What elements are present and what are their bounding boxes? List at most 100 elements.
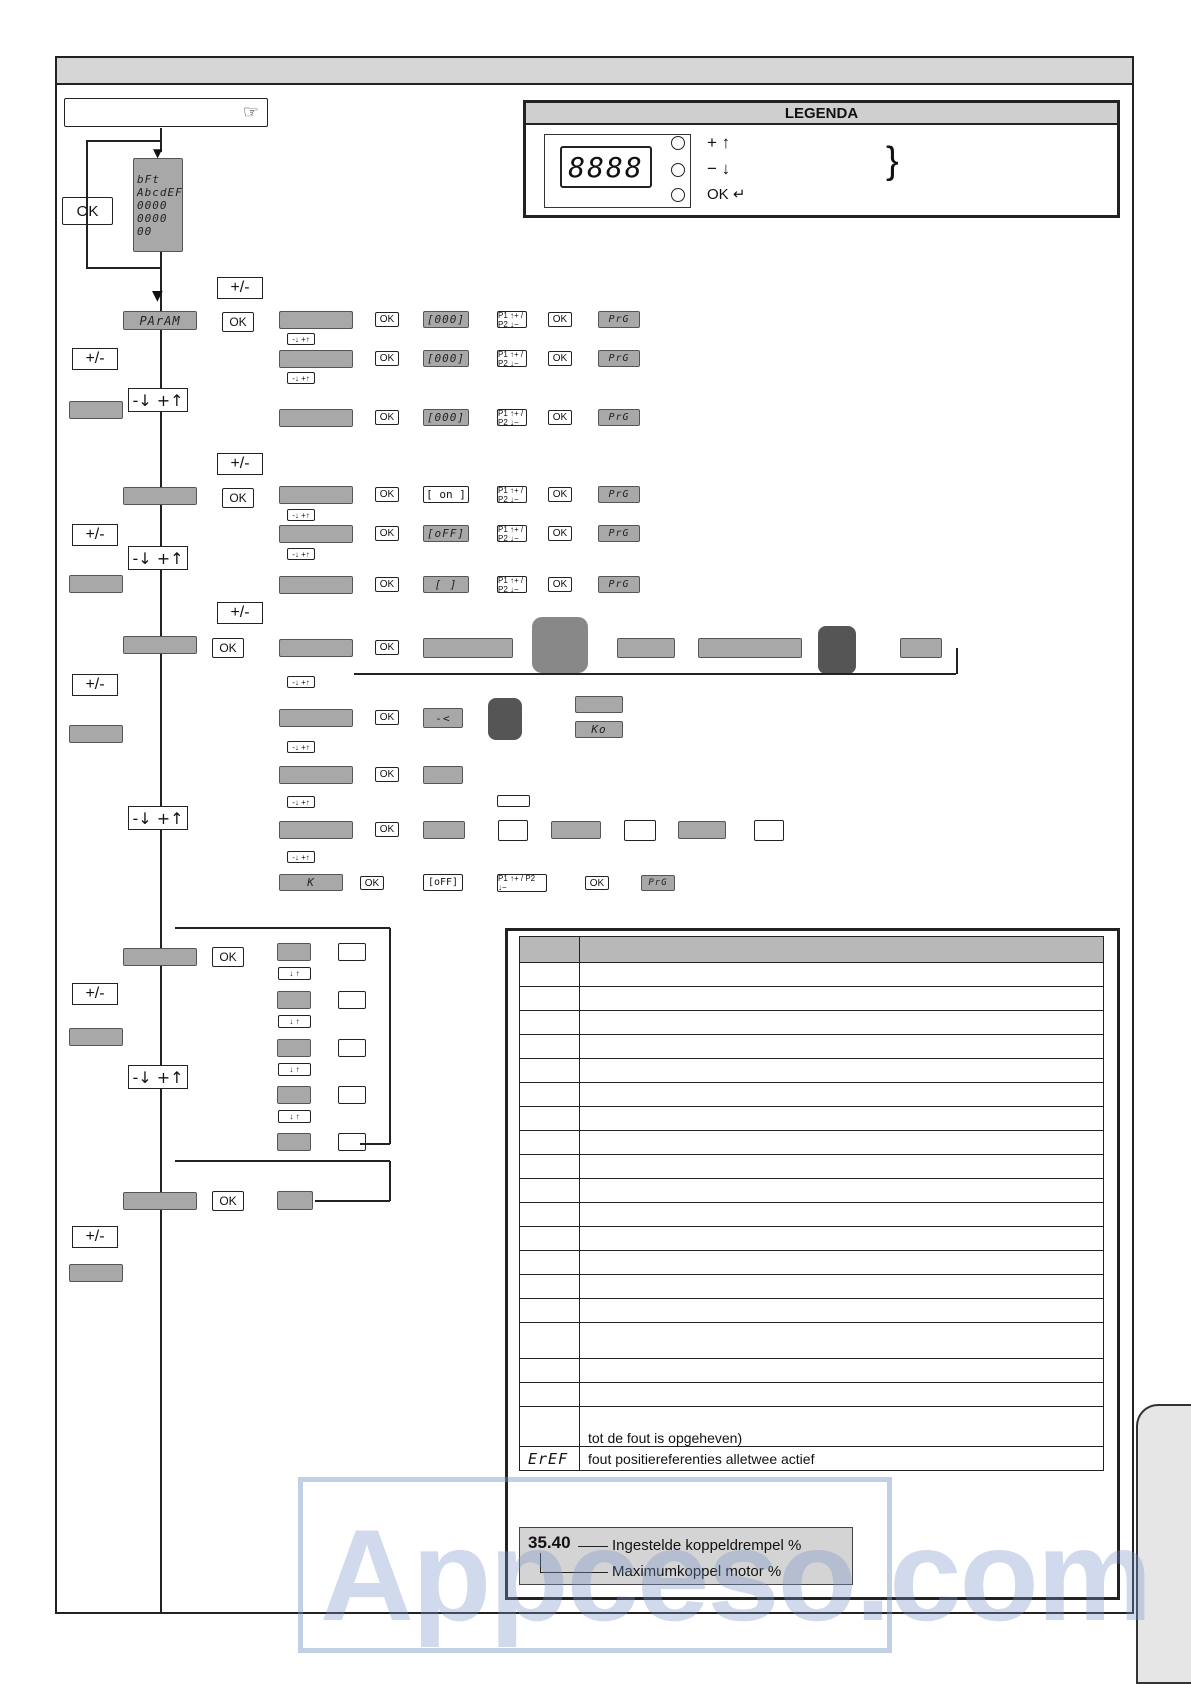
ok-small-2[interactable]: OK bbox=[548, 312, 572, 327]
radio-sub-2 bbox=[279, 709, 353, 727]
menu-logic[interactable] bbox=[123, 487, 197, 505]
radio-result-ko: Ko bbox=[575, 721, 623, 738]
table-row bbox=[519, 1226, 1104, 1251]
table-cell-code bbox=[519, 1154, 580, 1179]
stat-2 bbox=[277, 991, 311, 1009]
ok-small-10[interactable]: OK bbox=[548, 526, 572, 541]
down-arrow-icon: ↓ bbox=[721, 159, 731, 178]
menu-param[interactable]: PArAM bbox=[123, 311, 197, 330]
start-button-box: ☞ bbox=[64, 98, 268, 127]
plus-key-label: + bbox=[707, 133, 717, 152]
ok-small-1[interactable]: OK bbox=[375, 312, 399, 327]
ok-small-9[interactable]: OK bbox=[375, 526, 399, 541]
table-cell-code bbox=[519, 1298, 580, 1323]
ok-small-18[interactable]: OK bbox=[585, 876, 609, 890]
ok-button-radio[interactable]: OK bbox=[212, 638, 244, 658]
ok-small-15[interactable]: OK bbox=[375, 767, 399, 782]
small-updown-6[interactable]: -↓ +↑ bbox=[287, 741, 315, 753]
ok-button-logic[interactable]: OK bbox=[222, 488, 254, 508]
ok-small-7[interactable]: OK bbox=[375, 487, 399, 502]
ok-small-12[interactable]: OK bbox=[548, 577, 572, 592]
plus-minus-button-1[interactable]: +/- bbox=[217, 277, 263, 299]
plus-minus-button-left-4[interactable]: +/- bbox=[72, 983, 118, 1005]
small-updown-3[interactable]: -↓ +↑ bbox=[287, 509, 315, 521]
param-sub-2 bbox=[279, 350, 353, 368]
table-row bbox=[519, 1130, 1104, 1155]
radio-result-ok bbox=[575, 696, 623, 713]
enter-arrow-icon: ↵ bbox=[732, 186, 746, 203]
torque-max-label: Maximumkoppel motor % bbox=[612, 1563, 782, 1580]
stat-arrows-1[interactable]: ↓ ↑ bbox=[278, 967, 311, 980]
value-000-2: [000] bbox=[423, 350, 469, 367]
watermark-text: Appceso.com bbox=[320, 1502, 1152, 1648]
small-updown-7[interactable]: -↓ +↑ bbox=[287, 796, 315, 808]
exit-box-5 bbox=[69, 1264, 123, 1282]
radio-step-3 bbox=[698, 638, 802, 658]
ok-button-param[interactable]: OK bbox=[222, 312, 254, 332]
table-cell-code bbox=[519, 1250, 580, 1275]
table-cell-desc bbox=[579, 1034, 1104, 1059]
logic-sub-1 bbox=[279, 486, 353, 504]
plus-minus-button-left-5[interactable]: +/- bbox=[72, 1226, 118, 1248]
small-updown-1[interactable]: -↓ +↑ bbox=[287, 333, 315, 345]
table-cell-code bbox=[519, 1274, 580, 1299]
ok-small-8[interactable]: OK bbox=[548, 487, 572, 502]
prg-7: PrG bbox=[641, 875, 675, 891]
stat-value-3 bbox=[338, 1039, 366, 1057]
ok-small-4[interactable]: OK bbox=[548, 351, 572, 366]
table-row bbox=[519, 1106, 1104, 1131]
table-cell-desc bbox=[579, 1106, 1104, 1131]
prg-1: PrG bbox=[598, 311, 640, 328]
plus-minus-button-3[interactable]: +/- bbox=[217, 602, 263, 624]
stat-arrows-2[interactable]: ↓ ↑ bbox=[278, 1015, 311, 1028]
stat-value-1 bbox=[338, 943, 366, 961]
ok-small-11[interactable]: OK bbox=[375, 577, 399, 592]
plus-minus-button-left-3[interactable]: +/- bbox=[72, 674, 118, 696]
menu-autoset[interactable] bbox=[123, 1192, 197, 1210]
table-cell-desc bbox=[579, 1010, 1104, 1035]
small-updown-5[interactable]: -↓ +↑ bbox=[287, 676, 315, 688]
ok-small-5[interactable]: OK bbox=[375, 410, 399, 425]
small-updown-4[interactable]: -↓ +↑ bbox=[287, 548, 315, 560]
ok-small-17[interactable]: OK bbox=[360, 876, 384, 890]
ok-small-6[interactable]: OK bbox=[548, 410, 572, 425]
down-up-button-2[interactable]: -↓ +↑ bbox=[128, 546, 188, 570]
p1p2-keys-4: P1 ↑+ / P2 ↓− bbox=[497, 486, 527, 504]
table-cell-code bbox=[519, 1202, 580, 1227]
stat-arrows-4[interactable]: ↓ ↑ bbox=[278, 1110, 311, 1123]
ok-button-autoset[interactable]: OK bbox=[212, 1191, 244, 1211]
p1p2-keys-5: P1 ↑+ / P2 ↓− bbox=[497, 525, 527, 543]
small-updown-8[interactable]: -↓ +↑ bbox=[287, 851, 315, 863]
ok-button-stats[interactable]: OK bbox=[212, 947, 244, 967]
menu-stats[interactable] bbox=[123, 948, 197, 966]
plus-minus-button-left-2[interactable]: +/- bbox=[72, 524, 118, 546]
plus-minus-button-left-1[interactable]: +/- bbox=[72, 348, 118, 370]
down-up-button-4[interactable]: -↓ +↑ bbox=[128, 1065, 188, 1089]
down-up-button-1[interactable]: -↓ +↑ bbox=[128, 388, 188, 412]
value-on: [ on ] bbox=[423, 486, 469, 503]
radio-del-3 bbox=[678, 821, 726, 839]
radio-step-1 bbox=[423, 638, 513, 658]
ok-small-16[interactable]: OK bbox=[375, 822, 399, 837]
table-cell-code bbox=[519, 1358, 580, 1383]
ok-key-label: OK bbox=[707, 186, 729, 203]
radio-sub-1 bbox=[279, 639, 353, 657]
torque-info-box bbox=[519, 1527, 853, 1585]
menu-radio[interactable] bbox=[123, 636, 197, 654]
p1p2-keys-3: P1 ↑+ / P2 ↓− bbox=[497, 409, 527, 427]
table-cell-desc bbox=[579, 1226, 1104, 1251]
prg-4: PrG bbox=[598, 486, 640, 503]
ok-small-3[interactable]: OK bbox=[375, 351, 399, 366]
plus-minus-button-2[interactable]: +/- bbox=[217, 453, 263, 475]
table-cell-desc bbox=[579, 1358, 1104, 1383]
table-row bbox=[519, 1358, 1104, 1383]
value-blank: [ ] bbox=[423, 576, 469, 593]
ok-small-13[interactable]: OK bbox=[375, 640, 399, 655]
small-updown-2[interactable]: -↓ +↑ bbox=[287, 372, 315, 384]
lcd-display: 8888 bbox=[560, 146, 652, 188]
radio-counter-box bbox=[497, 795, 530, 807]
ok-small-14[interactable]: OK bbox=[375, 710, 399, 725]
p1p2-keys-7: P1 ↑+ / P2 ↓− bbox=[497, 874, 547, 892]
down-up-button-3[interactable]: -↓ +↑ bbox=[128, 806, 188, 830]
stat-arrows-3[interactable]: ↓ ↑ bbox=[278, 1063, 311, 1076]
